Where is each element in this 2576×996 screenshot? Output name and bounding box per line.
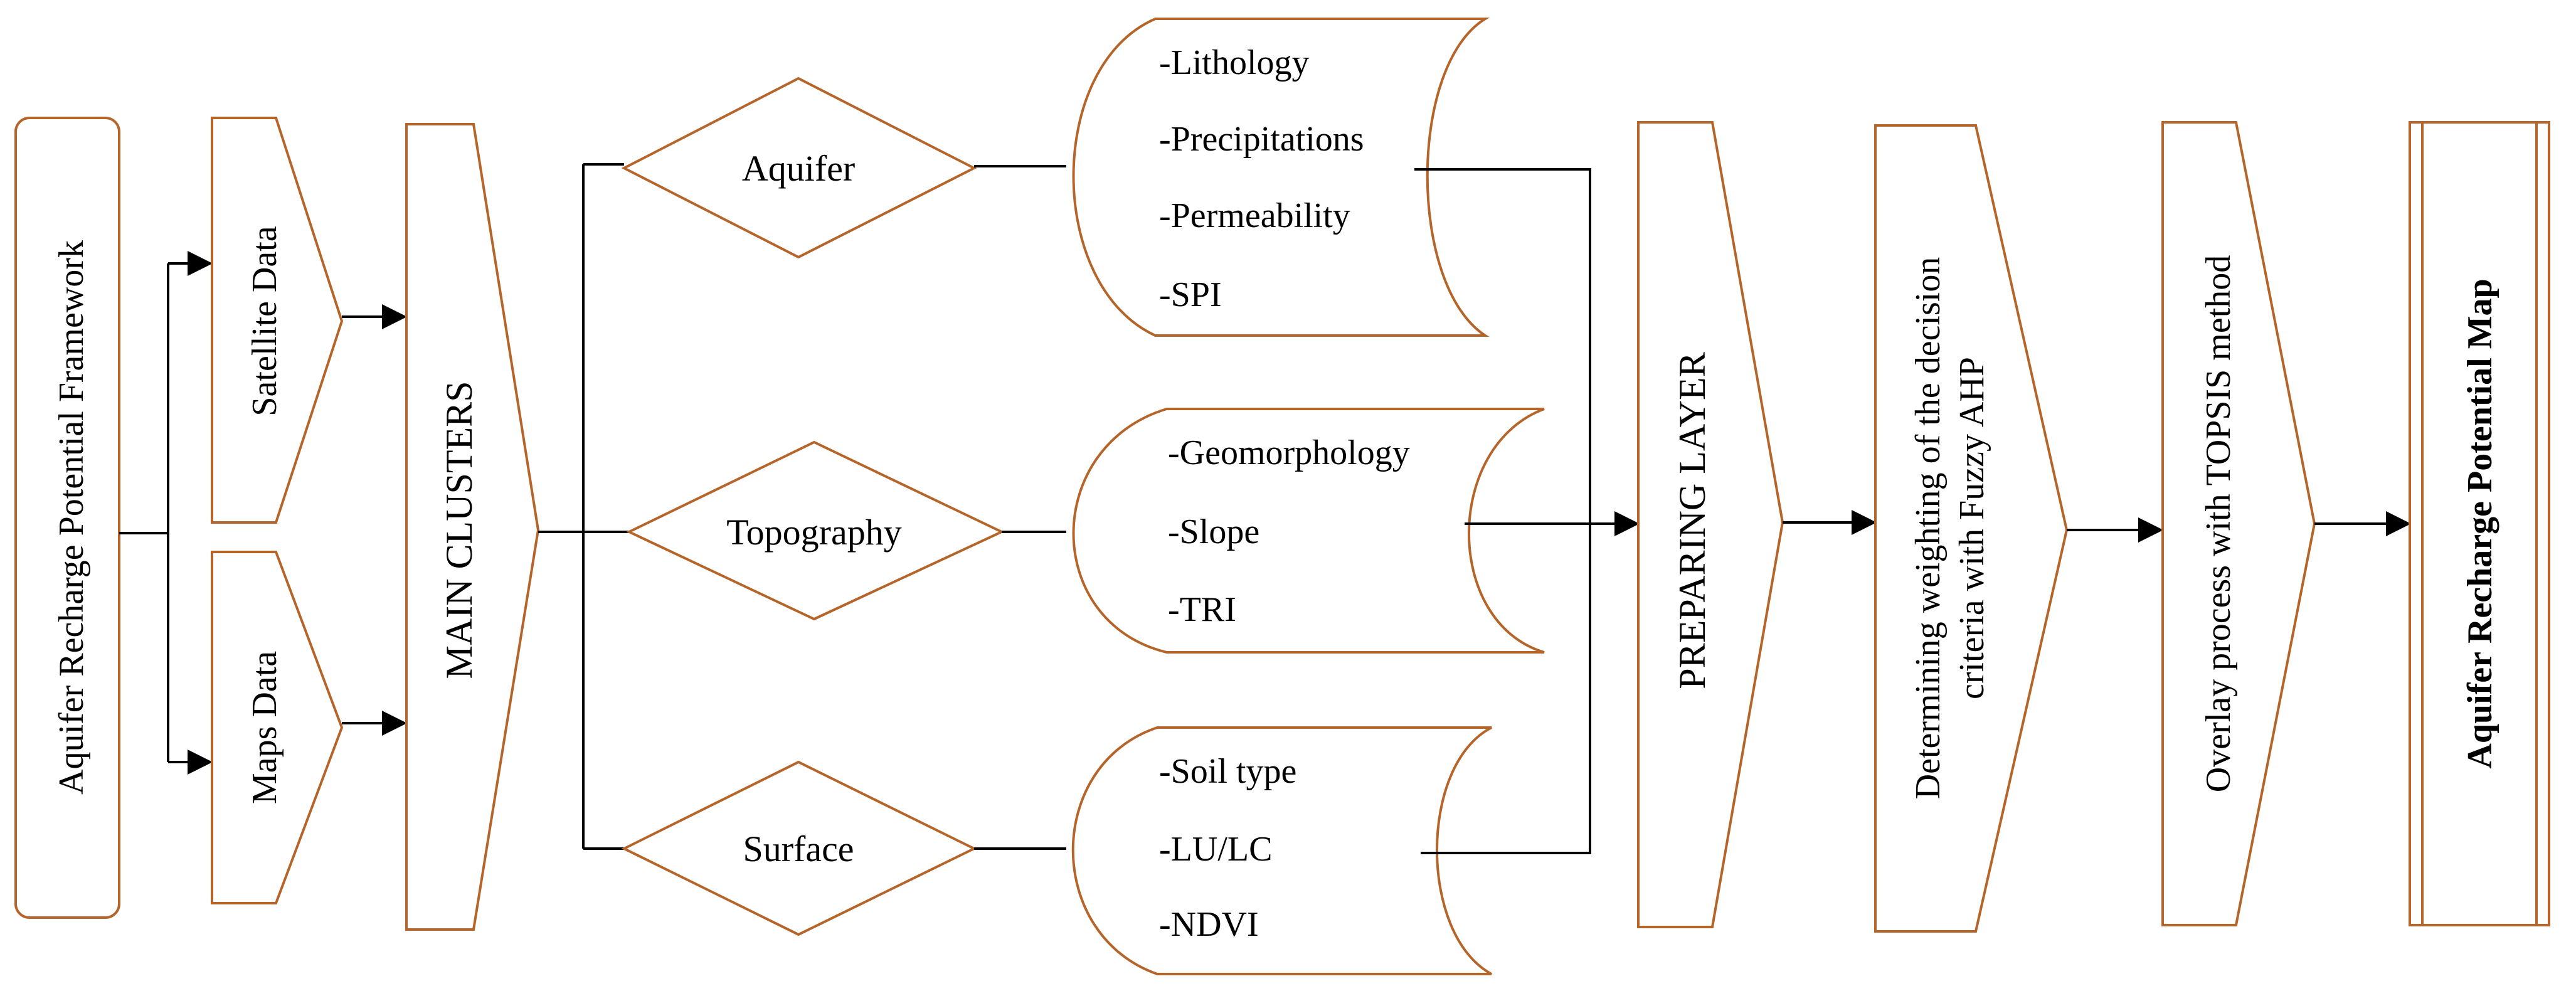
weighting-label-line1: Determining weighting of the decision [1909,257,1948,800]
framework-split-connector [119,263,169,762]
criterion-slope: -Slope [1168,512,1259,551]
preparing-layer-label: PREPARING LAYER [1672,352,1713,689]
output-map-box [2409,121,2550,926]
criterion-lu-lc: -LU/LC [1159,830,1272,869]
main-clusters-label: MAIN CLUSTERS [438,381,480,679]
maps-data-shape [211,551,344,904]
criterion-tri: -TRI [1168,590,1236,629]
surface-label: Surface [743,829,854,869]
overlay-shape [2161,121,2316,926]
criterion-soil-type: -Soil type [1159,752,1296,791]
criterion-permeability: -Permeability [1159,196,1350,235]
framework-label: Aquifer Recharge Potential Framework [52,240,91,795]
satellite-data-label: Satellite Data [245,226,284,416]
aquifer-diamond [621,77,977,259]
topography-criteria-scroll [1072,408,1545,654]
criterion-spi: -SPI [1159,275,1222,314]
weighting-label-line2: criteria with Fuzzy AHP [1953,357,1991,699]
cluster-branch-connector [538,163,629,850]
overlay-label: Overlay process with TOPSIS method [2199,255,2238,793]
criteria-merge-connector [1414,168,1591,854]
aquifer-criteria-scroll [1072,18,1490,337]
criterion-geomorphology: -Geomorphology [1168,433,1410,472]
framework-box [14,117,120,919]
preparing-layer-shape [1637,121,1784,928]
surface-criteria-scroll [1071,726,1492,975]
main-clusters-shape [405,123,540,931]
criterion-lithology: -Lithology [1159,43,1310,82]
aquifer-label: Aquifer [742,148,855,189]
maps-data-label: Maps Data [245,651,284,804]
criterion-precipitations: -Precipitations [1159,120,1364,159]
output-map-label: Aquifer Recharge Potential Map [2461,278,2499,768]
satellite-data-shape [211,117,344,524]
topography-label: Topography [726,512,901,553]
weighting-shape [1874,124,2069,933]
criterion-ndvi: -NDVI [1159,905,1259,944]
